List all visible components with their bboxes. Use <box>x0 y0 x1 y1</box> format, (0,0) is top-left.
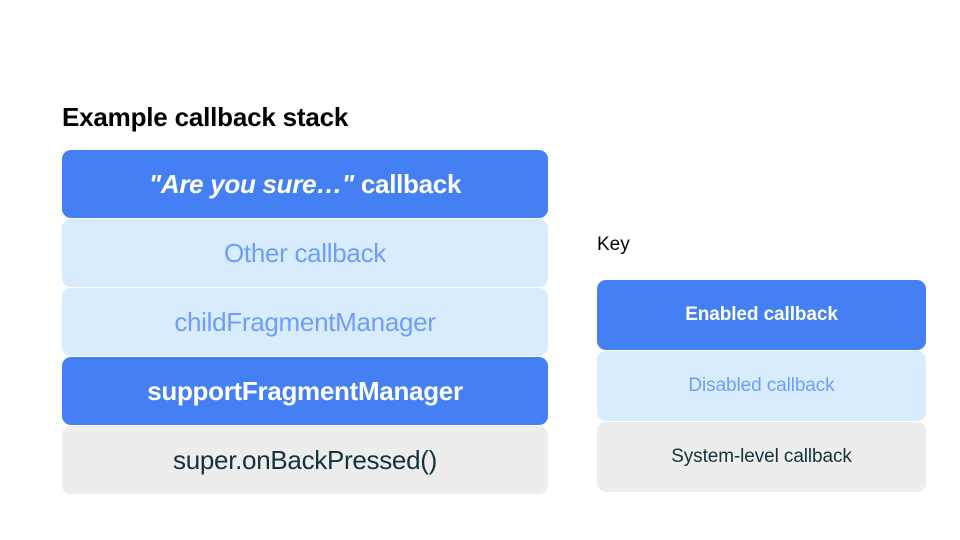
callback-bar-child-fragment-manager[interactable]: childFragmentManager <box>62 288 548 356</box>
callback-bar-label: childFragmentManager <box>174 307 436 337</box>
key-panel: Key Enabled callback Disabled callback S… <box>597 232 926 492</box>
callback-stack-list: "Are you sure…" callback Other callback … <box>62 150 548 494</box>
key-item-enabled-callback: Enabled callback <box>597 280 926 350</box>
key-legend-list: Enabled callback Disabled callback Syste… <box>597 280 926 492</box>
callback-stack-panel: Example callback stack "Are you sure…" c… <box>62 100 548 494</box>
callback-bar-support-fragment-manager[interactable]: supportFragmentManager <box>62 357 548 425</box>
callback-bar-label-plain: callback <box>353 169 462 199</box>
callback-bar-label-quoted: "Are you sure…" <box>148 169 354 199</box>
callback-bar-label: "Are you sure…" callback <box>148 169 462 199</box>
callback-bar-are-you-sure[interactable]: "Are you sure…" callback <box>62 150 548 218</box>
callback-bar-label: Other callback <box>224 238 386 268</box>
callback-bar-label: super.onBackPressed() <box>173 445 437 475</box>
callback-bar-label: supportFragmentManager <box>147 376 463 406</box>
callback-bar-super-on-back-pressed[interactable]: super.onBackPressed() <box>62 426 548 494</box>
key-item-system-level-callback: System-level callback <box>597 422 926 492</box>
key-item-label: System-level callback <box>671 446 852 467</box>
key-item-label: Disabled callback <box>688 375 835 396</box>
key-item-disabled-callback: Disabled callback <box>597 351 926 421</box>
key-panel-title: Key <box>597 234 630 255</box>
page-title: Example callback stack <box>62 102 349 132</box>
callback-bar-other-callback[interactable]: Other callback <box>62 219 548 287</box>
key-item-label: Enabled callback <box>685 304 838 325</box>
